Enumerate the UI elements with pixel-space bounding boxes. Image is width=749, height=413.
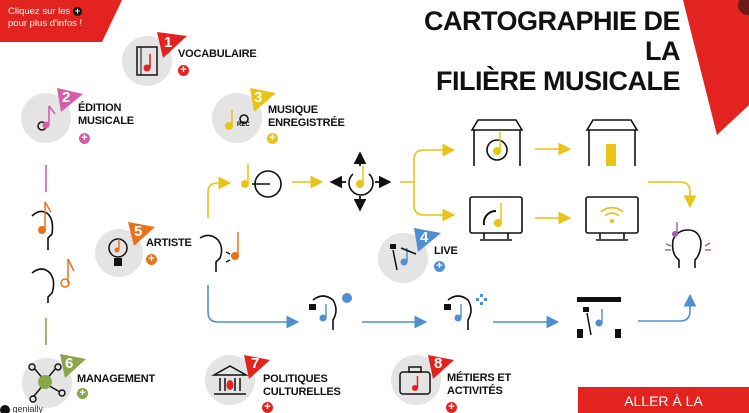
conclusion-button[interactable]: ALLER À LA CONCLUSION (578, 387, 749, 413)
lightbulb-icon (108, 238, 128, 266)
banner-line2: pour plus d'infos ! (8, 18, 83, 29)
streaming-screen-icon (469, 196, 523, 241)
plus-icon: + (72, 6, 82, 16)
plus-button-enregistree[interactable]: + (267, 133, 278, 144)
genially-label: genially (12, 404, 44, 413)
title-line2: FILIÈRE MUSICALE (435, 66, 681, 96)
concert-stage-icon (577, 297, 621, 338)
section-label-vocabulaire[interactable]: VOCABULAIRE (178, 48, 257, 60)
composer-head-icon (31, 201, 54, 250)
badge-triangle (57, 88, 83, 112)
institution-icon (211, 365, 249, 395)
briefcase-icon (399, 366, 431, 395)
page-title: CARTOGRAPHIE DE LA FILIÈRE MUSICALE (400, 6, 681, 96)
plus-button-vocabulaire[interactable]: + (178, 65, 189, 76)
plus-button-live[interactable]: + (434, 261, 445, 272)
plus-button-politiques[interactable]: + (262, 402, 273, 413)
badge-triangle (428, 355, 454, 379)
genially-brand[interactable]: genially (0, 404, 43, 413)
banner-line1: Cliquez sur les (8, 6, 71, 17)
performer-head-sparkle-icon (444, 294, 487, 330)
rec-music-icon (225, 110, 249, 130)
section-label-enregistree[interactable]: MUSIQUE ENREGISTRÉE (268, 104, 345, 129)
genially-logo-icon (0, 404, 10, 413)
plus-button-management[interactable]: + (77, 388, 88, 399)
section-number: 8 (434, 355, 443, 372)
section-label-artiste[interactable]: ARTISTE (146, 237, 192, 249)
section-label-live[interactable]: LIVE (434, 245, 458, 257)
book-music-icon (136, 46, 158, 76)
section-number: 6 (65, 355, 74, 372)
shop-door-icon (585, 119, 639, 166)
listener-head-icon (31, 258, 75, 303)
section-label-politiques[interactable]: POLITIQUES CULTURELLES (263, 373, 341, 398)
badge-triangle (128, 222, 155, 246)
plus-button-edition[interactable]: + (79, 133, 90, 144)
microphone-icon (390, 244, 417, 271)
singing-head-icon (199, 232, 239, 272)
section-number: 7 (251, 355, 260, 372)
section-label-metiers[interactable]: MÉTIERS ET ACTIVITÉS (447, 372, 512, 397)
plus-button-artiste[interactable]: + (146, 254, 157, 265)
badge-triangle (414, 228, 441, 252)
badge-triangle (244, 355, 270, 379)
section-number: 2 (62, 89, 71, 106)
badge-triangle (157, 32, 187, 58)
badge-triangle (250, 88, 276, 112)
performer-head-gear-icon (309, 293, 352, 330)
audience-head-icon (665, 222, 711, 268)
rec-label: REC (237, 122, 250, 128)
section-number: 4 (420, 229, 429, 246)
info-banner: Cliquez sur les + pour plus d'infos ! (8, 6, 82, 30)
info-banner-shape (0, 0, 122, 42)
section-number: 5 (134, 223, 143, 240)
distribution-disc-icon (348, 166, 374, 196)
wifi-screen-icon (585, 196, 639, 241)
music-note-icon (37, 105, 56, 131)
corner-decoration (683, 0, 749, 135)
section-label-management[interactable]: MANAGEMENT (77, 373, 156, 385)
section-number: 1 (164, 34, 173, 51)
network-icon (28, 363, 66, 403)
section-label-edition[interactable]: ÉDITION MUSICALE (78, 102, 134, 127)
title-line1: CARTOGRAPHIE DE LA (423, 6, 681, 66)
recording-disc-icon (241, 164, 282, 198)
section-number: 3 (254, 89, 263, 106)
badge-triangle (60, 354, 86, 378)
plus-button-metiers[interactable]: + (446, 402, 457, 413)
record-shop-icon (470, 119, 524, 166)
